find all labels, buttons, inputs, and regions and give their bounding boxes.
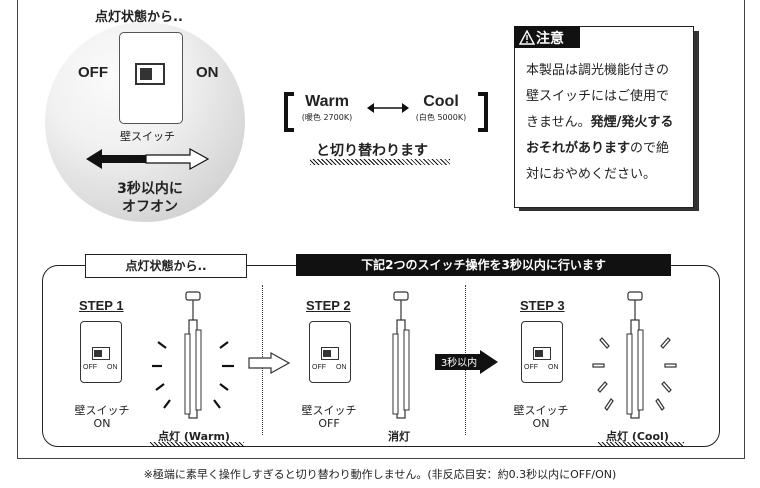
step1-title: STEP 1: [79, 298, 124, 313]
caution-line-4-plain: ので絶: [630, 141, 670, 156]
step1-switch-line2: ON: [93, 417, 111, 430]
instruction-line1: 3秒以内に: [117, 181, 183, 197]
caution-line-2: 壁スイッチにはご使用で: [526, 89, 670, 104]
circle-caption: 点灯状態から..: [95, 10, 183, 25]
step1-switch-state: 壁スイッチ ON: [72, 404, 132, 430]
step3-off: OFF: [524, 364, 538, 371]
step1-lamp-label: 点灯 (Warm): [158, 430, 230, 443]
caution-line-3: きません。発煙/発火する: [526, 110, 694, 136]
left-bracket-icon: [284, 92, 294, 132]
step1-lamp-underline: [150, 442, 244, 447]
step3-title: STEP 3: [520, 298, 565, 313]
outer-frame: [17, 0, 745, 459]
step3-switch-line1: 壁スイッチ: [513, 404, 569, 417]
wall-switch-label: 壁スイッチ: [120, 130, 175, 143]
step3-lamp-label: 点灯 (Cool): [606, 430, 669, 443]
caution-title-bar: [514, 26, 580, 48]
toggle-caption: と切り替わります: [316, 143, 428, 159]
toggle-knob: [140, 68, 152, 80]
step2-on: ON: [336, 364, 347, 371]
step1-switch-line1: 壁スイッチ: [74, 404, 130, 417]
toggle-knob: [323, 350, 331, 357]
step3-switch-state: 壁スイッチ ON: [511, 404, 571, 430]
caution-box: [514, 26, 694, 208]
steps-tab-right: 下記2つのスイッチ操作を3秒以内に行います: [296, 254, 671, 276]
warm-sublabel: (暖色 2700K): [301, 113, 353, 122]
right-bracket-icon: [478, 92, 488, 132]
step2-lamp-label: 消灯: [388, 430, 410, 443]
caution-line-3-bold: 発煙/発火する: [590, 115, 674, 130]
caution-body: 本製品は調光機能付きの 壁スイッチにはご使用で きません。発煙/発火する おそれ…: [526, 58, 694, 188]
toggle-knob: [94, 350, 102, 357]
warning-triangle-icon: [519, 30, 535, 45]
wall-switch-toggle[interactable]: [135, 63, 165, 85]
step2-switch-line1: 壁スイッチ: [301, 404, 357, 417]
delay-arrow-icon: [435, 350, 498, 374]
instruction-text: 3秒以内に オフオン: [95, 180, 205, 216]
step3-lamp-underline: [598, 442, 684, 447]
instruction-line2: オフオン: [122, 199, 178, 215]
step2-switch-state: 壁スイッチ OFF: [299, 404, 359, 430]
cool-sublabel: (白色 5000K): [415, 113, 467, 122]
caption-underline: [310, 159, 450, 165]
double-arrow-icon: [86, 147, 210, 171]
step3-switch-toggle[interactable]: [533, 347, 551, 360]
caution-line-4: おそれがありますので絶: [526, 136, 694, 162]
step3-switch-line2: ON: [532, 417, 550, 430]
step2-off: OFF: [312, 364, 326, 371]
bidirectional-arrow-icon: [367, 103, 409, 113]
caution-title: 注意: [536, 31, 564, 47]
step1-pendant-lamp-icon: [152, 291, 234, 419]
step3-pendant-lamp-icon: [592, 291, 677, 419]
toggle-knob: [535, 350, 543, 357]
caution-line-1: 本製品は調光機能付きの: [526, 63, 670, 78]
caution-line-3-plain: きません。: [526, 115, 591, 130]
step1-switch-toggle[interactable]: [92, 347, 110, 360]
footnote: ※極端に素早く操作しすぎると切り替わり動作しません。(非反応目安：約0.3秒以内…: [143, 468, 617, 481]
on-label: ON: [196, 64, 219, 81]
step2-switch-toggle[interactable]: [321, 347, 339, 360]
off-label: OFF: [78, 64, 108, 81]
caution-line-5: 対におやめください。: [526, 167, 657, 182]
outline-arrow-icon: [248, 351, 291, 375]
delay-label: 3秒以内: [440, 358, 478, 369]
step1-off: OFF: [83, 364, 97, 371]
step2-switch-line2: OFF: [318, 417, 340, 430]
cool-label: Cool: [423, 93, 459, 110]
step3-on: ON: [548, 364, 559, 371]
step2-title: STEP 2: [306, 298, 351, 313]
warm-label: Warm: [305, 93, 349, 110]
steps-tab-left: 点灯状態から..: [85, 254, 247, 278]
step1-on: ON: [107, 364, 118, 371]
step2-pendant-lamp-icon: [392, 291, 410, 419]
caution-line-4-bold: おそれがあります: [526, 141, 631, 156]
